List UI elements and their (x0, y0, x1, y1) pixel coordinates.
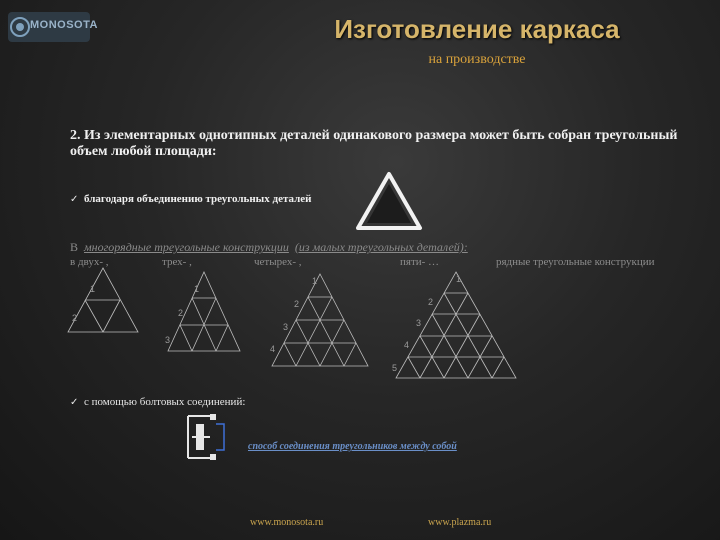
svg-text:1: 1 (456, 274, 461, 284)
svg-text:4: 4 (404, 340, 409, 350)
row-label-suffix: рядные треугольные конструкции (496, 256, 655, 268)
row-label-2: в двух- , (70, 256, 109, 268)
row-label-5: пяти- … (400, 256, 440, 268)
row-label-3: трех- , (162, 256, 192, 268)
checkmark-icon: ✓ (70, 397, 79, 408)
intro-paragraph: 2. Из элементарных однотипных деталей од… (70, 128, 678, 159)
svg-text:1: 1 (90, 284, 95, 294)
checkmark-icon: ✓ (70, 194, 79, 205)
bolt-method-link[interactable]: способ соединения треугольников между со… (248, 441, 457, 452)
svg-text:2: 2 (72, 313, 77, 323)
logo-text: MONOSOTA (30, 19, 98, 31)
large-triangle-icon (356, 172, 422, 230)
svg-text:3: 3 (283, 322, 288, 332)
page-title: Изготовление каркаса (334, 14, 620, 44)
svg-text:2: 2 (428, 297, 433, 307)
svg-text:2: 2 (294, 299, 299, 309)
row-label-4: четырех- , (254, 256, 302, 268)
svg-text:3: 3 (165, 335, 170, 345)
svg-text:3: 3 (416, 318, 421, 328)
bullet-text-2: с помощью болтовых соединений: (84, 396, 246, 408)
line3-prefix: В (70, 240, 79, 254)
svg-text:4: 4 (270, 344, 275, 354)
footer-url-monosota[interactable]: www.monosota.ru (250, 517, 324, 528)
page-subtitle: на производстве (428, 52, 526, 67)
multirow-link[interactable]: многорядные треугольные конструкции (84, 240, 289, 254)
svg-text:2: 2 (178, 308, 183, 318)
footer-url-plazma[interactable]: www.plazma.ru (428, 517, 492, 528)
svg-text:1: 1 (312, 276, 317, 286)
monosota-logo-icon[interactable] (8, 12, 90, 42)
bolt-connection-icon (187, 414, 225, 460)
svg-text:1: 1 (194, 284, 199, 294)
multirow-intro: В многорядные треугольные конструкции (и… (70, 240, 468, 255)
svg-text:5: 5 (392, 363, 397, 373)
line3-suffix: (из малых треугольных деталей): (294, 240, 468, 254)
bullet-text-1: благодаря объединению треугольных детале… (84, 193, 312, 205)
